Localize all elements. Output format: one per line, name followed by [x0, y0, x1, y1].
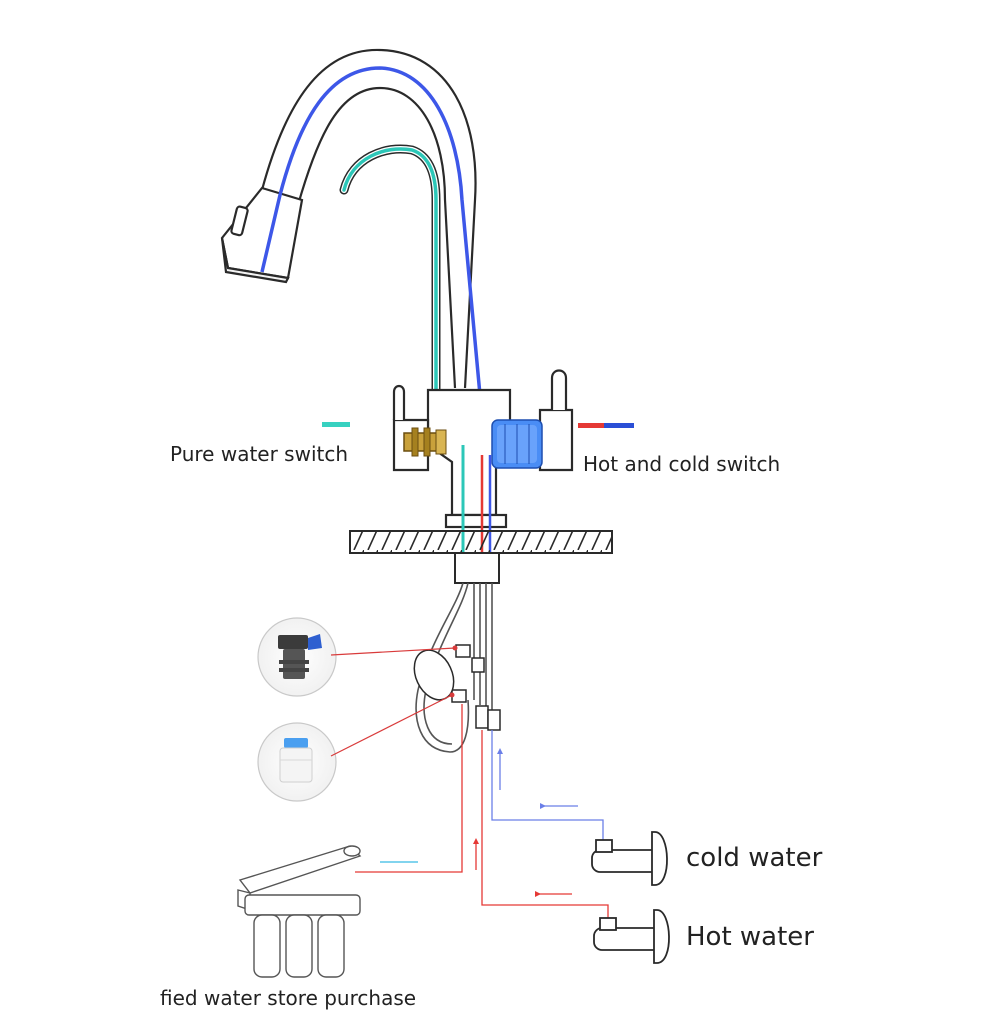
cold-water-line	[491, 730, 604, 842]
hot-and-cold-switch-label: Hot and cold switch	[583, 452, 781, 476]
cold-color-key	[604, 423, 634, 428]
countertop	[349, 530, 613, 554]
pure-water-channel	[339, 144, 441, 407]
hot-color-key	[578, 423, 604, 428]
filter-outlet-line	[355, 704, 463, 873]
hose-fittings	[413, 644, 501, 731]
blue-ceramic-cartridge-icon	[491, 419, 543, 469]
pure-water-color-key	[322, 422, 350, 427]
hot-angle-stop-valve-icon	[593, 909, 670, 964]
quick-connector-callout	[257, 617, 337, 697]
quick-connector-icon	[278, 634, 322, 679]
filter-caption-label: fied water store purchase	[160, 986, 417, 1010]
push-fit-fitting-icon	[279, 738, 313, 783]
hot-water-label: Hot water	[686, 922, 814, 952]
angle-stop-valve-icon	[591, 831, 668, 886]
faucet-shank	[454, 552, 500, 584]
brass-valve-icon	[403, 427, 447, 457]
push-fit-fitting-callout	[257, 722, 337, 802]
three-stage-filter-icon	[237, 845, 362, 978]
cold-water-label: cold water	[686, 843, 823, 873]
spray-button	[230, 205, 249, 237]
hot-water-line	[481, 730, 609, 920]
spray-head	[220, 186, 304, 284]
pure-water-switch-label: Pure water switch	[170, 442, 349, 466]
faucet-spout	[260, 48, 477, 389]
mixed-water-channel	[260, 66, 482, 396]
